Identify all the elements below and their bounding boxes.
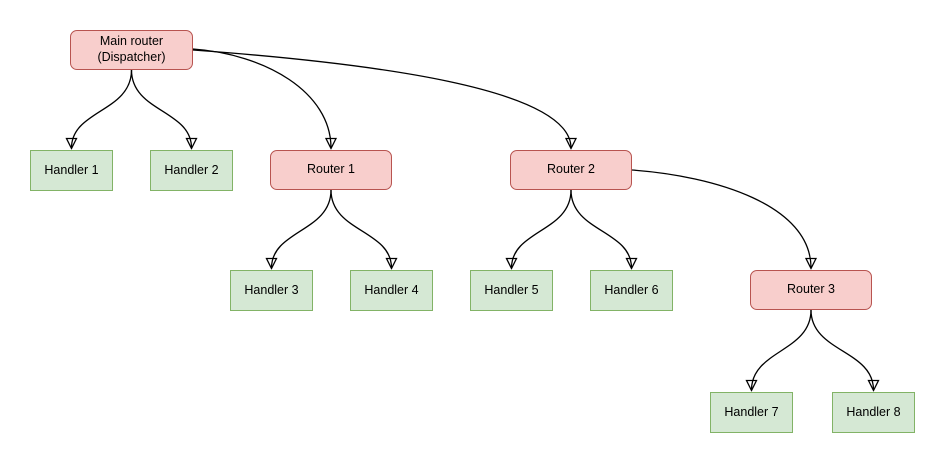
node-handler-6[interactable]: Handler 6 [590, 270, 673, 311]
edge-router-1-to-handler-3 [272, 189, 332, 268]
node-handler-3-label: Handler 3 [244, 282, 299, 297]
node-router-2-label: Router 2 [547, 162, 595, 177]
edge-main-router-to-router-1 [192, 48, 331, 148]
node-main-router[interactable]: Main router (Dispatcher) [70, 30, 193, 70]
node-handler-3[interactable]: Handler 3 [230, 270, 313, 311]
node-handler-8[interactable]: Handler 8 [832, 392, 915, 433]
edge-main-router-to-router-2 [192, 49, 571, 148]
edge-router-3-to-handler-7 [752, 309, 812, 390]
node-router-2[interactable]: Router 2 [510, 150, 632, 190]
node-handler-7[interactable]: Handler 7 [710, 392, 793, 433]
node-handler-2-label: Handler 2 [164, 162, 219, 177]
node-handler-1-label: Handler 1 [44, 162, 99, 177]
node-handler-6-label: Handler 6 [604, 282, 659, 297]
node-handler-7-label: Handler 7 [724, 404, 779, 419]
node-main-router-label: Main router (Dispatcher) [97, 34, 166, 64]
edge-router-2-to-router-3 [631, 169, 811, 268]
node-router-1[interactable]: Router 1 [270, 150, 392, 190]
node-router-1-label: Router 1 [307, 162, 355, 177]
node-handler-2[interactable]: Handler 2 [150, 150, 233, 191]
node-handler-1[interactable]: Handler 1 [30, 150, 113, 191]
node-router-3-label: Router 3 [787, 282, 835, 297]
node-handler-8-label: Handler 8 [846, 404, 901, 419]
edge-router-2-to-handler-6 [570, 189, 632, 268]
edge-main-router-to-handler-2 [130, 69, 192, 148]
edge-router-3-to-handler-8 [810, 309, 874, 390]
edge-main-router-to-handler-1 [72, 69, 133, 148]
node-router-3[interactable]: Router 3 [750, 270, 872, 310]
node-handler-5-label: Handler 5 [484, 282, 539, 297]
edge-router-2-to-handler-5 [512, 189, 572, 268]
node-handler-4-label: Handler 4 [364, 282, 419, 297]
node-handler-5[interactable]: Handler 5 [470, 270, 553, 311]
edge-router-1-to-handler-4 [330, 189, 392, 268]
node-handler-4[interactable]: Handler 4 [350, 270, 433, 311]
